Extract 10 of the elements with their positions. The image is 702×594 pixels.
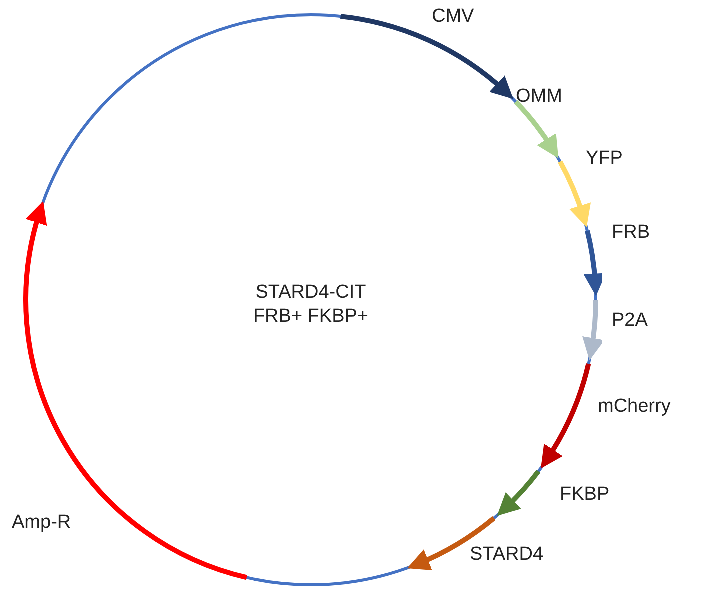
feature-label: P2A	[612, 310, 648, 332]
feature-label: CMV	[432, 6, 474, 28]
feature-label: Amp-R	[12, 512, 72, 534]
feature-label: STARD4	[470, 544, 544, 566]
feature-label: mCherry	[598, 396, 671, 418]
feature-label: FKBP	[560, 484, 610, 506]
feature-label: FRB	[612, 222, 650, 244]
feature-label: OMM	[516, 86, 562, 108]
plasmid-name: STARD4-CIT FRB+ FKBP+	[252, 281, 370, 329]
feature-label: YFP	[586, 148, 623, 170]
